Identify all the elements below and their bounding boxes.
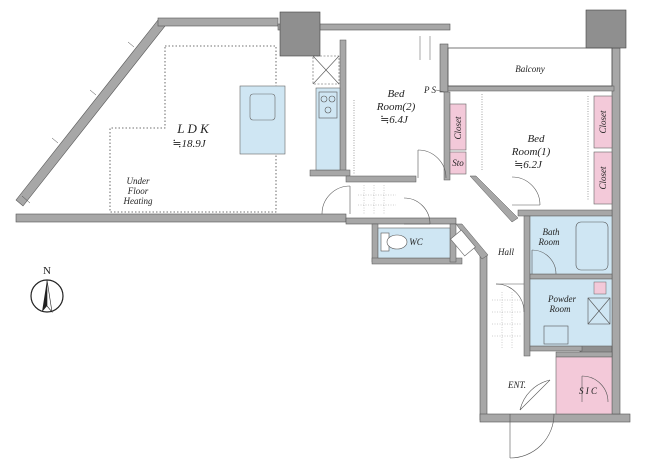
washbasin-icon bbox=[543, 325, 569, 345]
wc-door bbox=[403, 197, 431, 225]
bed-room-1 bbox=[481, 94, 613, 206]
under-floor-label-3: Heating bbox=[123, 196, 153, 206]
refrigerator-icon bbox=[312, 55, 340, 85]
kitchen-counter bbox=[315, 87, 341, 171]
bed1-door bbox=[511, 176, 541, 206]
bed1-label-2: Room(1) bbox=[511, 146, 551, 158]
pillar-north bbox=[279, 11, 321, 57]
closet-bed1-upper-label: Closet bbox=[598, 110, 608, 134]
bath-room bbox=[529, 215, 613, 275]
under-floor-label-1: Under bbox=[127, 176, 150, 186]
bed2-door bbox=[417, 149, 447, 179]
outer-walls bbox=[15, 17, 631, 423]
pillar-northeast bbox=[585, 9, 627, 49]
bed1-size: ≒6.2J bbox=[514, 159, 543, 171]
balcony-area bbox=[447, 47, 613, 87]
closet-bed1-upper bbox=[593, 95, 613, 149]
closet-bed2-label: Closet bbox=[453, 116, 463, 140]
ldk-room bbox=[21, 41, 396, 215]
interior-walls bbox=[309, 39, 615, 358]
closet-bed1-lower bbox=[593, 151, 613, 205]
bed2-label-1: Bed bbox=[387, 88, 405, 100]
balcony-label: Balcony bbox=[515, 64, 545, 74]
storage bbox=[449, 151, 467, 175]
sic-label: S I C bbox=[579, 386, 598, 396]
bed2-window bbox=[419, 36, 431, 60]
powder-label-1: Powder bbox=[547, 294, 576, 304]
entrance-area bbox=[509, 379, 555, 459]
powder-label-2: Room bbox=[549, 304, 571, 314]
bathtub-icon bbox=[575, 221, 609, 271]
under-floor-label-2: Floor bbox=[127, 186, 149, 196]
wc-room bbox=[377, 197, 476, 259]
wc-label: WC bbox=[409, 237, 423, 247]
closet-bed2 bbox=[449, 103, 467, 151]
bed2-label-2: Room(2) bbox=[376, 101, 416, 113]
ldk-label: L D K bbox=[176, 121, 210, 136]
bed2-size: ≒6.4J bbox=[380, 114, 409, 126]
powder-room bbox=[529, 278, 613, 347]
bed1-label-1: Bed bbox=[527, 133, 545, 145]
bed-room-2 bbox=[353, 36, 467, 179]
entrance-door bbox=[509, 413, 555, 459]
north-compass bbox=[30, 279, 64, 314]
north-label: N bbox=[43, 265, 51, 277]
room-labels: L D K ≒18.9J Under Floor Heating Bed Roo… bbox=[43, 64, 608, 396]
stove-icon bbox=[318, 91, 338, 119]
hall-label: Hall bbox=[497, 247, 515, 257]
bath-label-2: Room bbox=[538, 237, 560, 247]
entrance-label: ENT. bbox=[507, 380, 526, 390]
ldk-size: ≒18.9J bbox=[172, 138, 206, 150]
sink-icon bbox=[249, 93, 276, 121]
closet-bed1-lower-label: Closet bbox=[598, 166, 608, 190]
toilet-icon bbox=[380, 232, 408, 252]
under-floor-heating-area bbox=[109, 45, 277, 213]
washing-machine-icon bbox=[587, 297, 611, 325]
ldk-door bbox=[321, 185, 351, 215]
storage-label: Sto bbox=[452, 158, 464, 168]
ps-label: P S bbox=[423, 85, 437, 95]
sic-storage bbox=[555, 356, 613, 415]
hall-area bbox=[492, 283, 525, 348]
bath-label-1: Bath bbox=[543, 227, 560, 237]
